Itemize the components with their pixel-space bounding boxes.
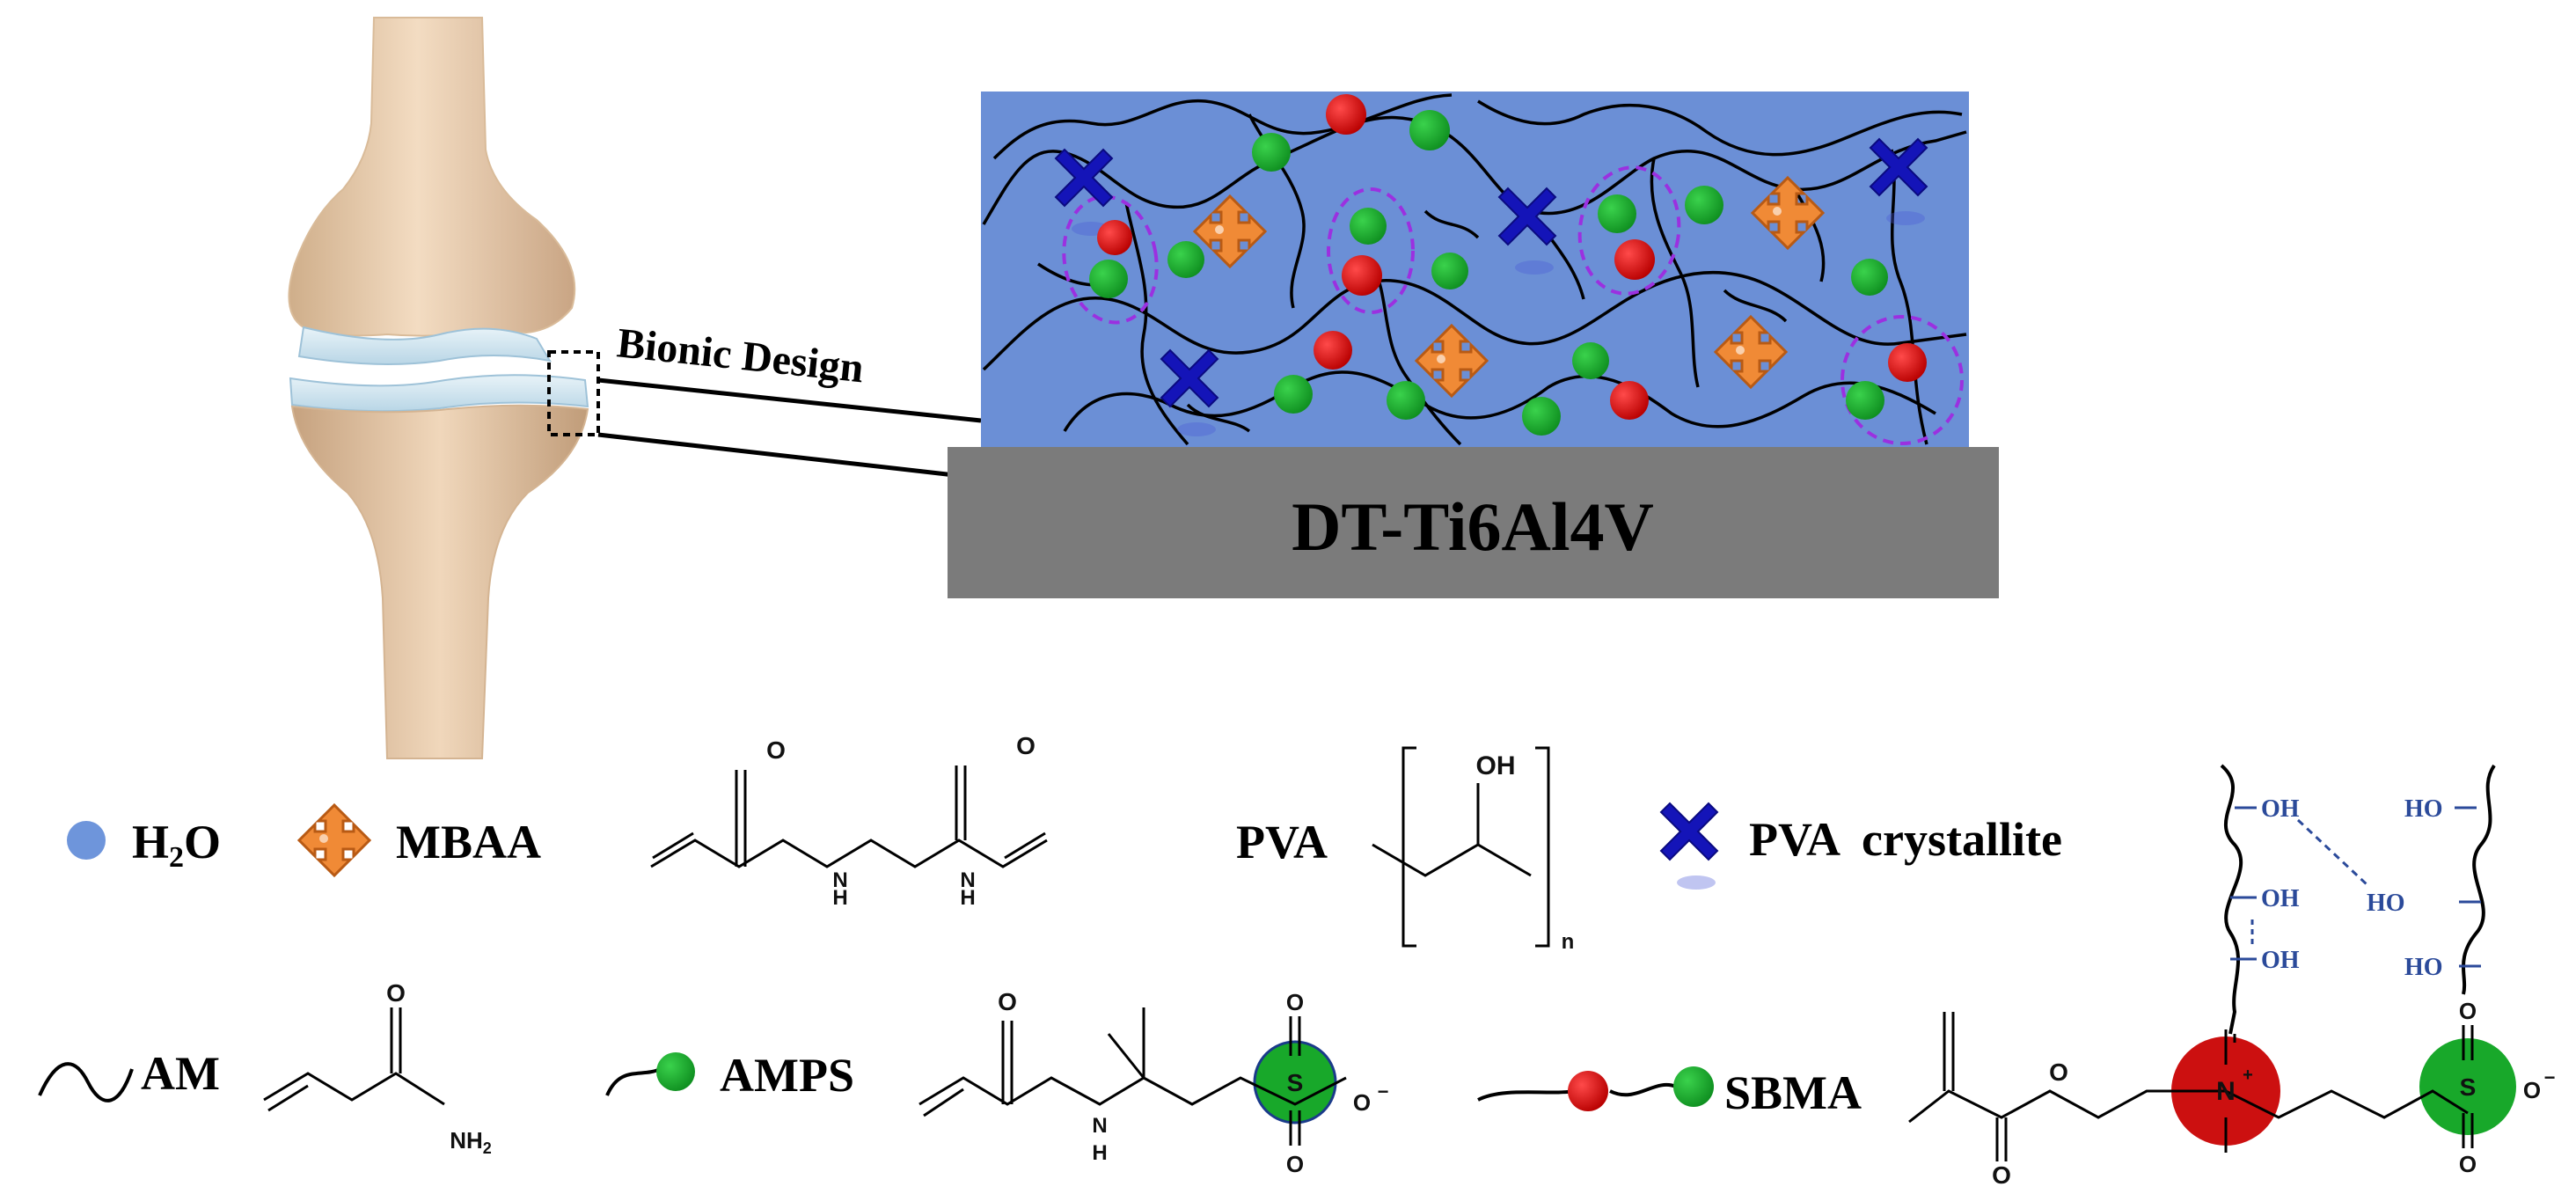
svg-text:O: O bbox=[2049, 1058, 2068, 1086]
svg-text:OH: OH bbox=[2261, 885, 2300, 912]
legend-water: H2O bbox=[67, 816, 221, 874]
svg-text:H2O: H2O bbox=[132, 816, 221, 874]
amps-structure bbox=[918, 1007, 1347, 1146]
svg-text:OH: OH bbox=[2261, 947, 2300, 974]
svg-text:N: N bbox=[2216, 1077, 2236, 1106]
svg-text:O: O bbox=[1286, 1151, 1304, 1177]
zwitterion-groups bbox=[1089, 94, 1927, 436]
pva-crystallite-label: PVA crystallite bbox=[1749, 813, 2062, 866]
svg-text:S: S bbox=[2460, 1073, 2477, 1101]
knee-joint-illustration bbox=[288, 17, 982, 759]
water-label-main: H bbox=[132, 816, 169, 868]
legend-pva: PVA OH n bbox=[1236, 746, 1575, 954]
svg-text:O: O bbox=[2459, 998, 2477, 1024]
svg-text:HO: HO bbox=[2404, 954, 2443, 981]
amps-label: AMPS bbox=[720, 1049, 854, 1102]
tibia bbox=[290, 404, 589, 759]
legend-am: AM O NH2 bbox=[38, 979, 492, 1157]
substrate-label: DT-Ti6Al4V bbox=[1292, 488, 1654, 565]
svg-text:O: O bbox=[766, 736, 786, 764]
svg-text:HO: HO bbox=[2367, 890, 2405, 917]
svg-text:O: O bbox=[2523, 1077, 2541, 1103]
zoom-box bbox=[547, 350, 600, 436]
legend-sbma: SBMA O O N + S O O O − bbox=[1477, 998, 2556, 1189]
svg-text:N: N bbox=[1092, 1114, 1107, 1138]
sbma-anion-dot bbox=[1673, 1066, 1714, 1107]
svg-text:O: O bbox=[386, 979, 406, 1007]
am-nh2-main: NH bbox=[450, 1127, 483, 1154]
svg-text:OH: OH bbox=[2261, 795, 2300, 823]
svg-text:N: N bbox=[960, 868, 975, 892]
svg-text:O: O bbox=[1353, 1089, 1371, 1116]
mbaa-label: MBAA bbox=[396, 816, 541, 868]
hydrogel-network bbox=[981, 92, 1969, 447]
sbma-label: SBMA bbox=[1724, 1066, 1862, 1119]
svg-text:N: N bbox=[832, 868, 847, 892]
pva-label: PVA bbox=[1236, 816, 1328, 868]
water-dot bbox=[67, 821, 106, 860]
ion-pair-rings bbox=[1062, 165, 1964, 445]
legend-mbaa: MBAA O O H N H N bbox=[297, 732, 1048, 910]
svg-text:O: O bbox=[1286, 989, 1304, 1015]
svg-text:S: S bbox=[1287, 1069, 1304, 1096]
svg-text:H: H bbox=[832, 886, 847, 910]
amps-dot bbox=[656, 1052, 695, 1091]
am-label: AM bbox=[141, 1047, 220, 1100]
svg-text:−: − bbox=[1378, 1080, 1389, 1102]
legend-amps: AMPS O N H S O O O − bbox=[605, 988, 1389, 1177]
mbaa-structure bbox=[650, 765, 1048, 868]
upper-cartilage bbox=[297, 326, 552, 365]
svg-text:+: + bbox=[2243, 1066, 2253, 1085]
water-label-end: O bbox=[184, 816, 221, 868]
polymer-chains bbox=[982, 93, 1967, 446]
femur bbox=[288, 17, 576, 337]
legend-hydrogen-bond: OH OH OH HO HO HO bbox=[2220, 764, 2496, 1035]
svg-text:OH: OH bbox=[1476, 751, 1516, 780]
lower-cartilage bbox=[289, 374, 589, 413]
svg-text:HO: HO bbox=[2404, 795, 2443, 823]
substrate-block bbox=[948, 447, 1999, 598]
sbma-sulfonate-highlight bbox=[2419, 1038, 2516, 1135]
svg-text:H: H bbox=[1092, 1141, 1107, 1165]
sbma-structure bbox=[1908, 1012, 2474, 1161]
svg-text:n: n bbox=[1562, 930, 1575, 954]
pva-structure bbox=[1372, 746, 1550, 948]
water-label-sub: 2 bbox=[169, 841, 184, 874]
svg-text:O: O bbox=[998, 988, 1017, 1015]
svg-text:O: O bbox=[1992, 1161, 2011, 1189]
svg-text:−: − bbox=[2544, 1066, 2556, 1088]
svg-text:NH2: NH2 bbox=[450, 1127, 492, 1157]
am-nh2-sub: 2 bbox=[483, 1139, 492, 1157]
legend-pva-crystallite: PVA crystallite bbox=[1660, 802, 2062, 890]
bionic-design-label: Bionic Design bbox=[615, 319, 866, 392]
sbma-cation-dot bbox=[1568, 1071, 1608, 1111]
svg-text:O: O bbox=[2459, 1151, 2477, 1177]
svg-text:H: H bbox=[960, 886, 975, 910]
am-chain-symbol bbox=[38, 1062, 134, 1102]
svg-text:O: O bbox=[1016, 732, 1036, 759]
am-structure bbox=[263, 1007, 445, 1112]
